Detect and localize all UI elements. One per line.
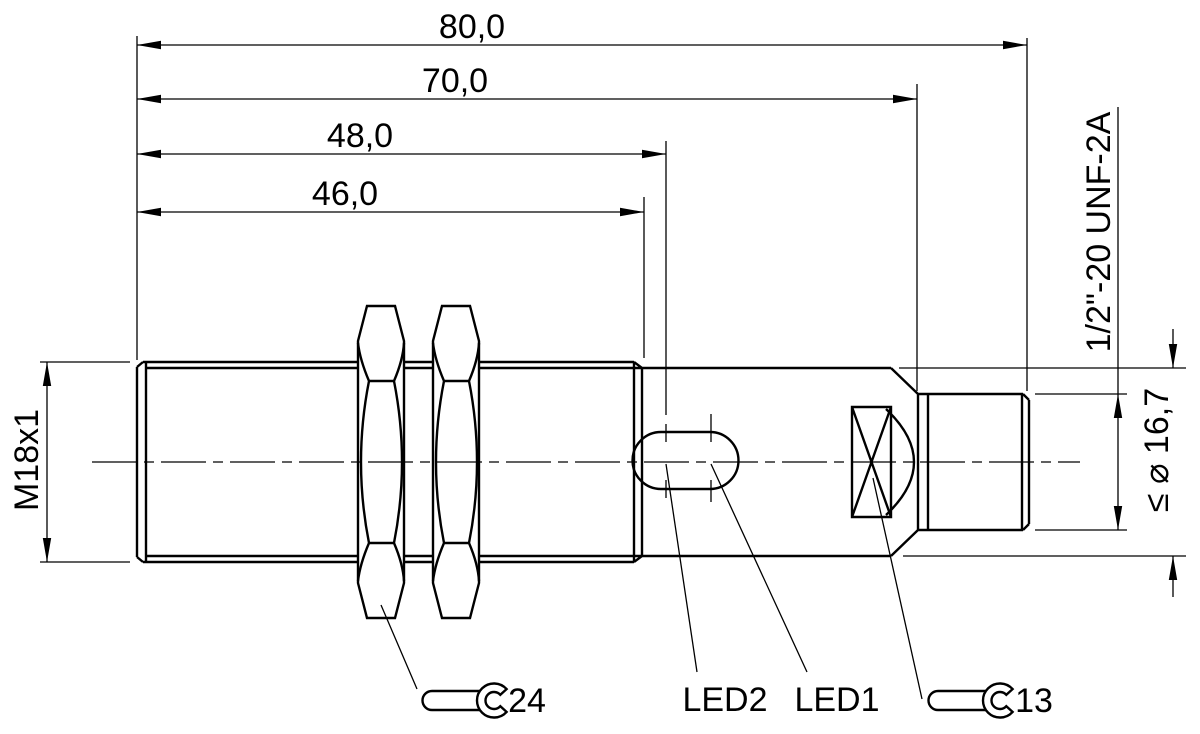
wrench-size-13-label: 13: [1015, 682, 1053, 720]
led1-label: LED1: [794, 681, 879, 719]
led-window-outline: [631, 430, 740, 491]
dimension-lines: [46, 44, 1174, 597]
led-position-ticks: [665, 414, 712, 502]
leader-lines: [380, 463, 923, 700]
wrench-size-24-label: 24: [508, 682, 546, 720]
connector-thread-label: 1/2"-20 UNF-2A: [1080, 111, 1118, 352]
wrench-24-head: [475, 682, 509, 719]
connector-diameter-label: ≤ ⌀ 16,7: [1138, 388, 1176, 512]
led2-label: LED2: [682, 681, 767, 719]
dim-overall-length-label: 80,0: [439, 8, 505, 46]
dim-thread-length-label: 46,0: [312, 175, 378, 213]
dim-led-position-label: 48,0: [327, 117, 393, 155]
dimension-arrowheads: [42, 40, 1178, 581]
extension-lines: [40, 36, 1186, 563]
dim-housing-length-label: 70,0: [422, 62, 488, 100]
wrench-icon-24: [421, 682, 509, 719]
wrench-13-handle: [927, 689, 987, 712]
body-thread-label: M18x1: [8, 409, 46, 511]
wrench-icon-13: [927, 682, 1015, 719]
wrench-13-head: [981, 682, 1015, 719]
wrench-24-handle: [421, 689, 481, 712]
